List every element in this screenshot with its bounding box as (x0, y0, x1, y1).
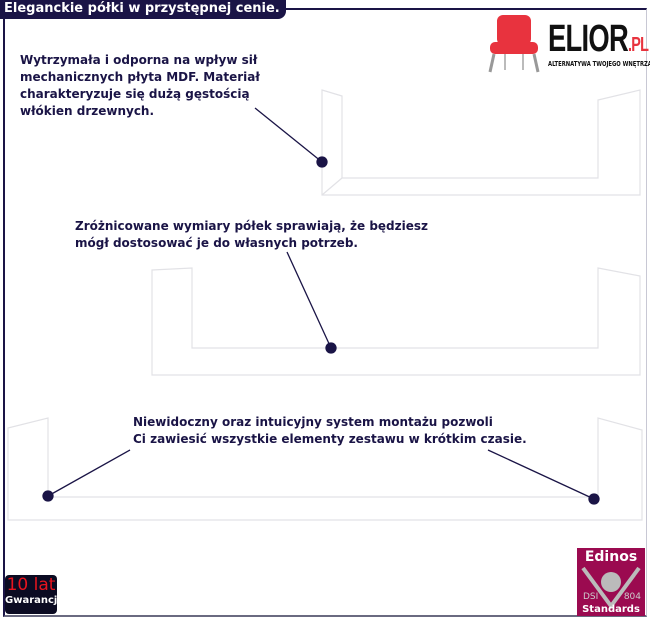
pointer-dot (42, 490, 54, 502)
cert-right: 804 (623, 592, 641, 602)
shelf-medium (151, 267, 641, 376)
feature-text-dimensions: Zróżnicowane wymiary półek sprawiają, że… (75, 219, 429, 250)
page-title: Eleganckie półki w przystępnej cenie. (0, 0, 286, 19)
shelf-large (7, 417, 643, 521)
warranty-badge: 10 lat Gwarancji (5, 575, 61, 614)
frame-border (3, 8, 647, 617)
warranty-years: 10 lat (6, 575, 56, 595)
cert-emblem-icon (581, 566, 641, 610)
cert-title: Edinos (584, 549, 638, 565)
shelf-small (321, 89, 641, 196)
brand-slogan: ALTERNATYWA TWOJEGO WNĘTRZA (548, 60, 650, 68)
certification-badge: Edinos DSI 804 Standards (577, 548, 645, 616)
cert-bottom: Standards (582, 604, 640, 615)
warranty-label: Gwarancji (5, 595, 61, 606)
pointer-line (286, 251, 332, 349)
chair-logo-icon (488, 15, 540, 73)
pointer-dot (325, 342, 337, 354)
pointer-line (487, 449, 595, 500)
pointer-line (47, 449, 131, 497)
pointer-dot (588, 493, 600, 505)
cert-left: DSI (583, 592, 599, 602)
feature-text-mounting: Niewidoczny oraz intuicyjny system monta… (133, 415, 527, 446)
feature-text-material: Wytrzymała i odporna na wpływ sił mechan… (20, 53, 260, 118)
pointer-line (254, 107, 323, 163)
brand-logo: ELIOR.PL (548, 18, 649, 60)
pointer-dot (316, 156, 328, 168)
